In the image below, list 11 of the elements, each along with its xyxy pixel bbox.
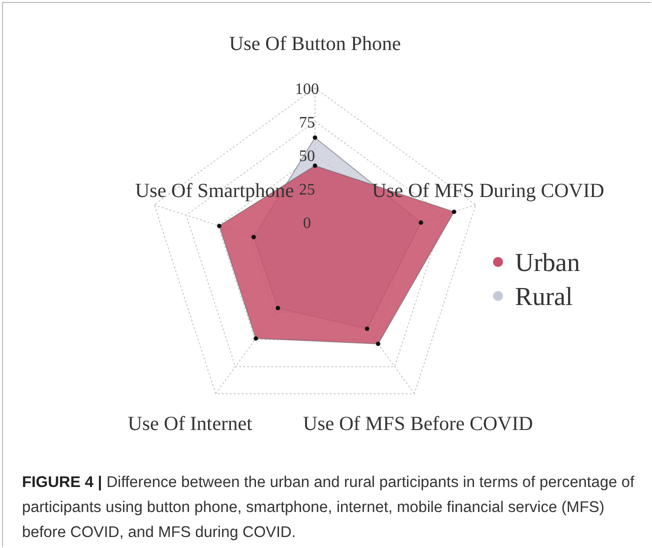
tick-label: 0 bbox=[303, 215, 311, 232]
tick-label: 100 bbox=[295, 81, 319, 98]
axis-label: Use Of Internet bbox=[128, 413, 252, 435]
legend-label: Rural bbox=[515, 282, 573, 311]
axis-label: Use Of Button Phone bbox=[229, 33, 401, 55]
tick-label: 25 bbox=[299, 182, 315, 198]
axis-label: Use Of MFS Before COVID bbox=[303, 413, 533, 435]
figure-caption: FIGURE 4 | Difference between the urban and rural participants in terms of percentage of participants using button phone, smartphone, internet, mobile financial service (MFS) before COVID, and MFS during COVID. bbox=[22, 473, 636, 543]
tick-label: 50 bbox=[299, 148, 315, 165]
legend-label: Urban bbox=[515, 248, 580, 277]
tick-label: 75 bbox=[299, 114, 315, 132]
